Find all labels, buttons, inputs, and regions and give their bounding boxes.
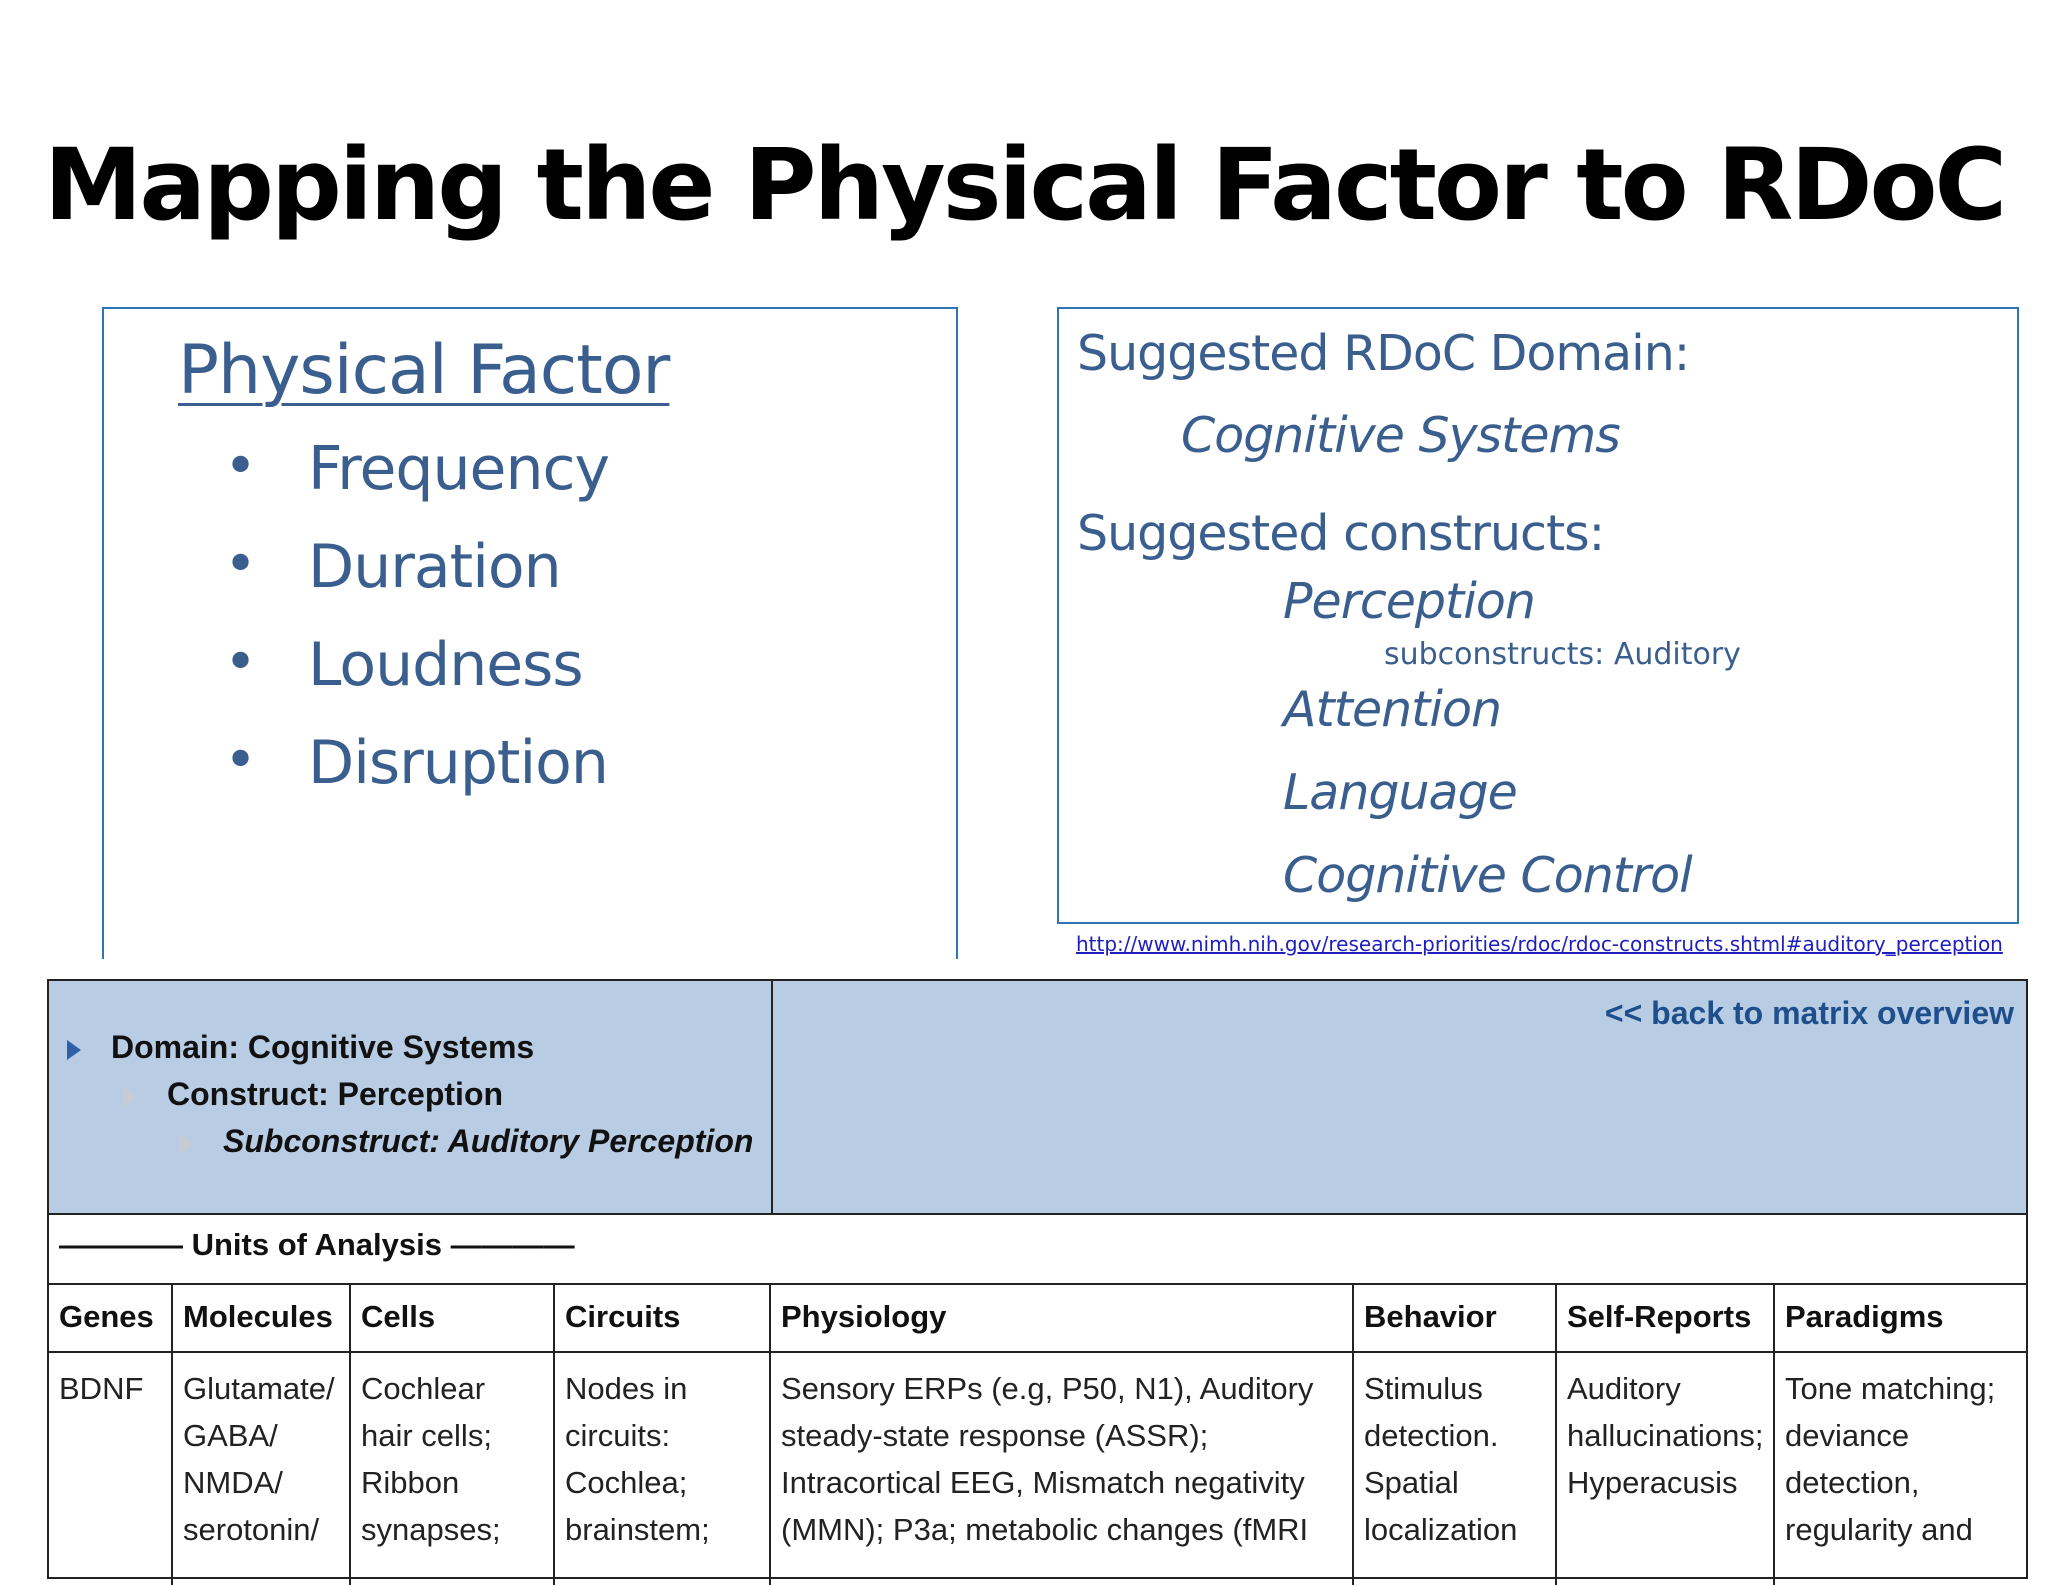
column-header: Behavior (1354, 1285, 1555, 1353)
column-cell: Stimulus detection. Spatial localization (1364, 1371, 1518, 1547)
rdoc-reference-link[interactable]: http://www.nimh.nih.gov/research-priorit… (1076, 932, 2003, 956)
triangle-right-icon (179, 1133, 193, 1154)
construct-cognitive-control: Cognitive Control (1283, 847, 1693, 904)
construct-attention: Attention (1283, 681, 1502, 738)
subconstruct-crumb-label: Subconstruct: Auditory Perception (223, 1123, 754, 1159)
back-to-matrix-link[interactable]: << back to matrix overview (1604, 995, 2014, 1031)
column-self-reports: Self-Reports Auditory hallucinations; Hy… (1557, 1285, 1775, 1585)
list-item: • Frequency (224, 434, 610, 532)
domain-crumb-label: Domain: Cognitive Systems (111, 1029, 535, 1065)
column-header: Molecules (173, 1285, 349, 1353)
domain-crumb[interactable]: Domain: Cognitive Systems (67, 1029, 534, 1066)
header-divider (771, 981, 773, 1213)
column-cells: Cells Cochlear hair cells; Ribbon synaps… (351, 1285, 555, 1585)
constructs-label: Suggested constructs: (1077, 505, 1605, 562)
list-item: • Duration (224, 532, 609, 630)
construct-perception: Perception (1283, 573, 1536, 630)
column-header: Self-Reports (1557, 1285, 1773, 1353)
subconstructs-label: subconstructs: Auditory (1384, 637, 1741, 672)
list-item-label: Loudness (308, 630, 584, 700)
column-header: Physiology (771, 1285, 1352, 1353)
column-cell: Cochlear hair cells; Ribbon synapses; (361, 1371, 501, 1547)
list-item-label: Disruption (308, 728, 609, 798)
column-cell: Nodes in circuits: Cochlea; brainstem; (565, 1371, 710, 1547)
construct-crumb-label: Construct: Perception (167, 1076, 504, 1112)
column-cell: Tone matching; deviance detection, regul… (1785, 1371, 1996, 1547)
physical-factor-list: • Frequency • Duration • Loudness • Disrupti… (224, 434, 610, 826)
column-cell: Sensory ERPs (e.g, P50, N1), Auditory st… (781, 1371, 1314, 1547)
table-header: Domain: Cognitive Systems Construct: Per… (49, 981, 2026, 1215)
triangle-right-icon (123, 1086, 137, 1107)
units-of-analysis-label: ———— Units of Analysis ———— (59, 1227, 575, 1262)
list-item: • Disruption (224, 728, 609, 826)
column-molecules: Molecules Glutamate/ GABA/ NMDA/ seroton… (173, 1285, 351, 1585)
domain-label: Suggested RDoC Domain: (1077, 325, 1690, 382)
list-item-label: Duration (308, 532, 562, 602)
bullet-icon: • (224, 630, 257, 695)
column-genes: Genes BDNF (49, 1285, 173, 1585)
column-cell: BDNF (59, 1371, 144, 1406)
rdoc-domain-panel: Suggested RDoC Domain: Cognitive Systems… (1057, 307, 2019, 924)
column-cell: Auditory hallucinations; Hyperacusis (1567, 1371, 1764, 1500)
units-of-analysis-row: ———— Units of Analysis ———— (49, 1215, 2026, 1285)
bullet-icon: • (224, 728, 257, 793)
triangle-right-icon (67, 1039, 81, 1060)
rdoc-matrix-table: Domain: Cognitive Systems Construct: Per… (47, 979, 2028, 1585)
column-header: Paradigms (1775, 1285, 2026, 1353)
construct-crumb[interactable]: Construct: Perception (123, 1076, 503, 1113)
column-cell: Glutamate/ GABA/ NMDA/ serotonin/ (183, 1371, 335, 1547)
bullet-icon: • (224, 532, 257, 597)
column-header: Cells (351, 1285, 553, 1353)
list-item: • Loudness (224, 630, 609, 728)
list-item-label: Frequency (308, 434, 610, 504)
slide-title: Mapping the Physical Factor to RDoC (43, 128, 2007, 243)
bullet-icon: • (224, 434, 257, 499)
column-header: Genes (49, 1285, 171, 1353)
physical-factor-panel: Physical Factor • Frequency • Duration • Lo… (102, 307, 958, 959)
physical-factor-heading: Physical Factor (178, 331, 670, 410)
domain-value: Cognitive Systems (1181, 407, 1621, 464)
column-circuits: Circuits Nodes in circuits: Cochlea; bra… (555, 1285, 771, 1585)
construct-language: Language (1283, 764, 1518, 821)
column-physiology: Physiology Sensory ERPs (e.g, P50, N1), … (771, 1285, 1354, 1585)
subconstruct-crumb[interactable]: Subconstruct: Auditory Perception (179, 1123, 753, 1160)
column-header: Circuits (555, 1285, 769, 1353)
column-paradigms: Paradigms Tone matching; deviance detect… (1775, 1285, 2026, 1585)
column-behavior: Behavior Stimulus detection. Spatial loc… (1354, 1285, 1557, 1585)
